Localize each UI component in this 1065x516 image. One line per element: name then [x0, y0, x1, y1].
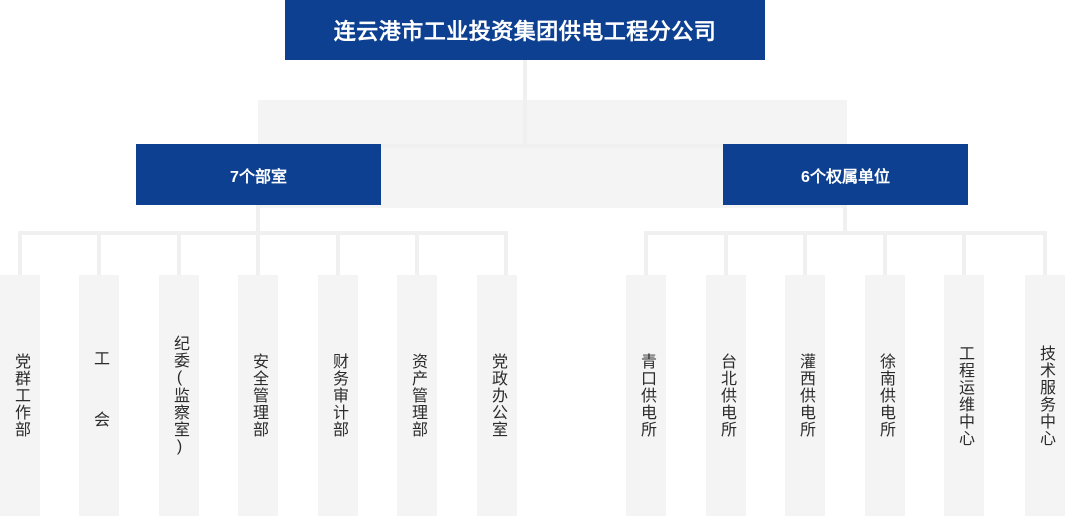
leaf-label-department-3: 纪委(监察室) [171, 335, 189, 456]
leaf-node-unit-6[interactable]: 技术服务中心 [1025, 275, 1065, 516]
level2-node-departments[interactable]: 7个部室 [136, 144, 381, 205]
connector-drop-dept-1 [18, 231, 22, 275]
connector-units-stem [843, 205, 847, 235]
connector-drop-dept-5 [336, 231, 340, 275]
leaf-node-department-5[interactable]: 财务审计部 [318, 275, 358, 516]
leaf-node-unit-2[interactable]: 台北供电所 [706, 275, 746, 516]
leaf-node-department-7[interactable]: 党政办公室 [477, 275, 517, 516]
org-root-node[interactable]: 连云港市工业投资集团供电工程分公司 [285, 0, 765, 60]
leaf-label-department-4: 安全管理部 [250, 353, 268, 438]
connector-units-bar [644, 231, 1047, 235]
connector-drop-dept-6 [415, 231, 419, 275]
org-root-label: 连云港市工业投资集团供电工程分公司 [333, 19, 717, 44]
leaf-label-unit-1: 青口供电所 [638, 353, 656, 438]
leaf-node-department-1[interactable]: 党群工作部 [0, 275, 40, 516]
connector-root-stem [523, 60, 527, 148]
connector-drop-unit-4 [883, 231, 887, 275]
connector-drop-unit-3 [803, 231, 807, 275]
leaf-label-unit-2: 台北供电所 [718, 353, 736, 438]
connector-drop-unit-2 [724, 231, 728, 275]
connector-departments-stem [256, 205, 260, 235]
connector-drop-dept-4 [256, 231, 260, 275]
leaf-label-unit-4: 徐南供电所 [877, 353, 895, 438]
connector-drop-dept-3 [177, 231, 181, 275]
leaf-label-department-5: 财务审计部 [330, 353, 348, 438]
leaf-node-department-6[interactable]: 资产管理部 [397, 275, 437, 516]
connector-drop-dept-7 [504, 231, 508, 275]
connector-drop-unit-1 [644, 231, 648, 275]
leaf-label-unit-5: 工程运维中心 [956, 344, 974, 447]
connector-level2-bar [258, 144, 847, 148]
leaf-label-department-1: 党群工作部 [12, 353, 30, 438]
connector-drop-unit-6 [1043, 231, 1047, 275]
leaf-node-unit-5[interactable]: 工程运维中心 [944, 275, 984, 516]
leaf-node-unit-1[interactable]: 青口供电所 [626, 275, 666, 516]
leaf-label-unit-6: 技术服务中心 [1037, 344, 1055, 447]
leaf-node-unit-3[interactable]: 灌西供电所 [785, 275, 825, 516]
leaf-label-unit-3: 灌西供电所 [797, 353, 815, 438]
leaf-node-unit-4[interactable]: 徐南供电所 [865, 275, 905, 516]
leaf-label-department-2: 工 会 [91, 350, 109, 441]
connector-drop-unit-5 [962, 231, 966, 275]
level2-units-label: 6个权属单位 [801, 168, 890, 186]
leaf-label-department-7: 党政办公室 [489, 353, 507, 438]
leaf-label-department-6: 资产管理部 [409, 353, 427, 438]
leaf-node-department-2[interactable]: 工 会 [79, 275, 119, 516]
connector-departments-bar [18, 231, 508, 235]
leaf-node-department-4[interactable]: 安全管理部 [238, 275, 278, 516]
level2-node-units[interactable]: 6个权属单位 [723, 144, 968, 205]
connector-drop-dept-2 [97, 231, 101, 275]
level2-departments-label: 7个部室 [230, 168, 287, 186]
leaf-node-department-3[interactable]: 纪委(监察室) [159, 275, 199, 516]
